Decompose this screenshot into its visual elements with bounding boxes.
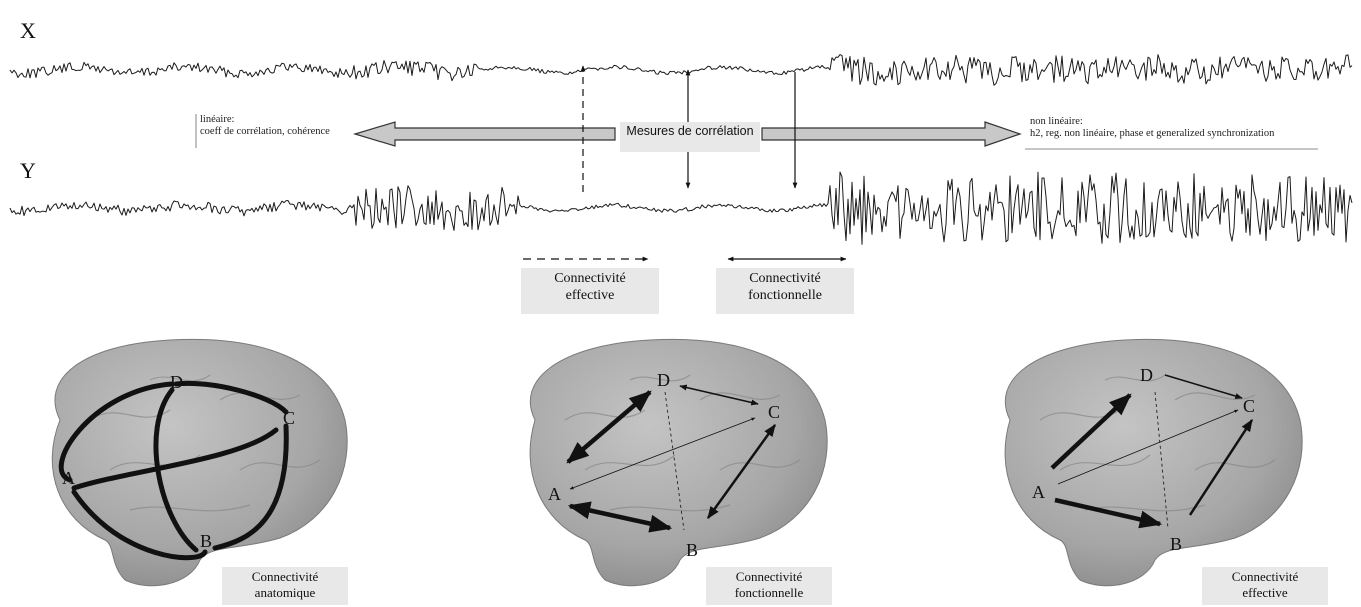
effective-legend-box: Connectivité effective xyxy=(521,268,659,314)
effective-legend-line2: effective xyxy=(565,288,615,303)
node-a: A xyxy=(548,484,561,504)
signal-x-label: X xyxy=(20,18,36,43)
functional-legend-line1: Connectivité xyxy=(749,271,821,286)
caption-effective: Connectivité effective xyxy=(1202,567,1328,605)
node-c: C xyxy=(283,408,295,428)
caption-effective-line2: effective xyxy=(1242,585,1288,600)
linear-note: linéaire: coeff de corrélation, cohérenc… xyxy=(200,114,360,138)
linear-arrow xyxy=(352,121,616,147)
linear-description: coeff de corrélation, cohérence xyxy=(200,126,330,137)
node-b: B xyxy=(200,531,212,551)
functional-legend-line2: fonctionnelle xyxy=(748,288,822,303)
functional-legend-box: Connectivité fonctionnelle xyxy=(716,268,854,314)
caption-functional-line1: Connectivité xyxy=(735,569,803,584)
node-c: C xyxy=(768,402,780,422)
signal-x-trace xyxy=(9,54,1353,86)
brain-functional: A B C D xyxy=(529,338,828,587)
caption-functional-line2: fonctionnelle xyxy=(734,585,804,600)
node-b: B xyxy=(686,540,698,560)
node-a: A xyxy=(62,468,75,488)
signal-y-trace xyxy=(9,171,1353,245)
node-c: C xyxy=(1243,396,1255,416)
linear-title: linéaire: xyxy=(200,114,235,125)
brain-anatomical: A B C D xyxy=(51,338,348,587)
node-d: D xyxy=(170,372,183,392)
nonlinear-arrow xyxy=(761,121,1022,147)
caption-functional: Connectivité fonctionnelle xyxy=(706,567,832,605)
node-d: D xyxy=(1140,365,1153,385)
node-a: A xyxy=(1032,482,1045,502)
brain-effective: A B C D xyxy=(1004,338,1303,587)
caption-effective-line1: Connectivité xyxy=(1231,569,1299,584)
node-d: D xyxy=(657,370,670,390)
nonlinear-note: non linéaire: h2, reg. non linéaire, pha… xyxy=(1030,116,1330,140)
signal-y-label: Y xyxy=(20,158,36,183)
nonlinear-title: non linéaire: xyxy=(1030,116,1083,127)
node-b: B xyxy=(1170,534,1182,554)
caption-anatomical-line1: Connectivité xyxy=(251,569,319,584)
caption-anatomical-line2: anatomique xyxy=(254,585,316,600)
caption-anatomical: Connectivité anatomique xyxy=(222,567,348,605)
effective-legend-line1: Connectivité xyxy=(554,271,626,286)
correlation-measures-label: Mesures de corrélation xyxy=(620,122,760,152)
nonlinear-description: h2, reg. non linéaire, phase et generali… xyxy=(1030,128,1275,139)
